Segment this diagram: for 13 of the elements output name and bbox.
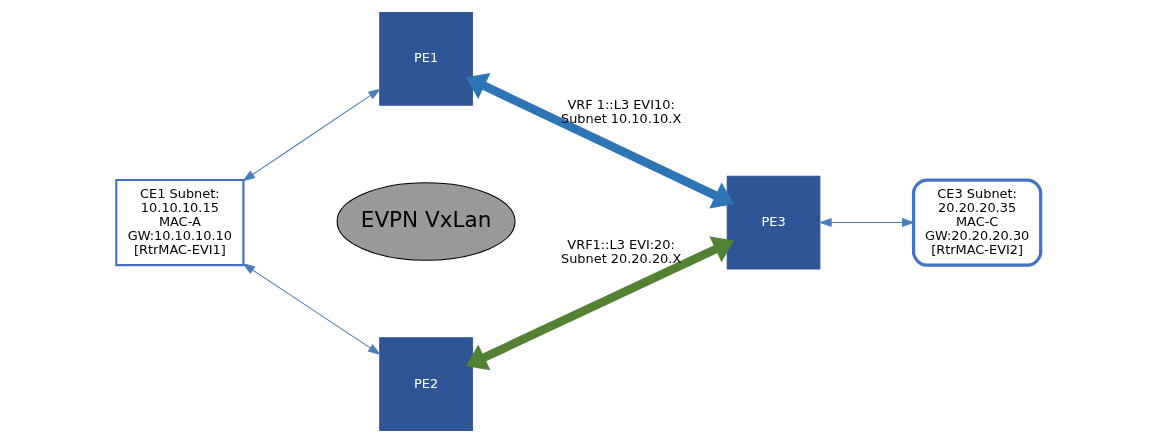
node-box: PE1 xyxy=(378,12,473,106)
node-box: CE3 Subnet: 20.20.20.35 MAC-C GW:20.20.20.30 [RtrMAC-EVI2] xyxy=(911,178,1042,267)
arrow xyxy=(241,263,381,355)
node-box: PE3 xyxy=(726,175,820,270)
arrow xyxy=(465,236,734,371)
node-box: PE2 xyxy=(378,337,473,432)
arrow xyxy=(465,73,734,209)
arrow xyxy=(241,88,381,182)
node-ellipse: EVPN VxLan xyxy=(336,182,516,261)
arrow xyxy=(818,218,915,228)
node-box: CE1 Subnet: 10.10.10.15 MAC-A GW:10.10.10.10 [RtrMAC-EVI1] xyxy=(114,178,244,267)
edge-label: VRF1::L3 EVI:20: Subnet 20.20.20.X xyxy=(560,237,681,267)
edge-label: VRF 1::L3 EVI10: Subnet 10.10.10.X xyxy=(560,97,681,127)
